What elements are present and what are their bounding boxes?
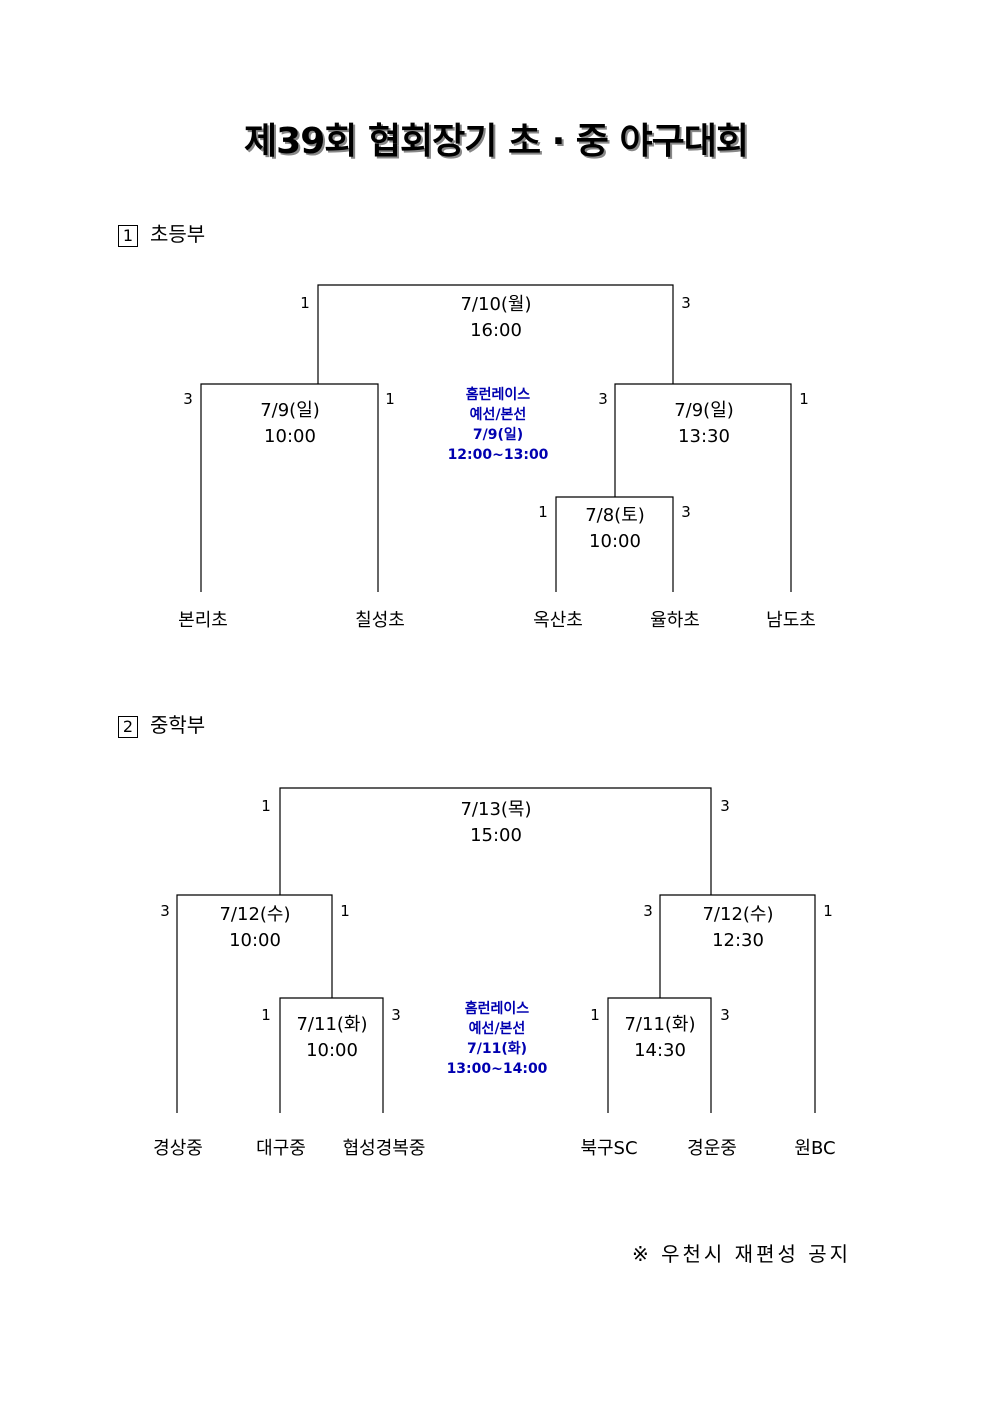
elem-semi-left-game: 7/9(일)10:00 (260, 400, 320, 447)
score: 1 (261, 1006, 271, 1024)
elem-qf-line (555, 496, 674, 592)
elem-semi-left-line (200, 383, 379, 592)
page-title: 제39회 협회장기 초 · 중 야구대회 (244, 121, 749, 162)
team-name: 경운중 (687, 1138, 737, 1159)
score: 1 (261, 797, 271, 815)
score: 1 (590, 1006, 600, 1024)
section-middle-heading: 2 중학부 (118, 709, 205, 738)
elem-semi-right-line (614, 383, 792, 592)
mid-final-line (279, 787, 712, 895)
team-name: 본리초 (178, 610, 228, 631)
elem-final-game: 7/10(월)16:00 (460, 294, 532, 341)
team-name: 원BC (794, 1138, 836, 1159)
score: 3 (160, 902, 170, 920)
score: 1 (538, 503, 548, 521)
mid-qf-left-line (279, 997, 384, 1113)
score: 3 (720, 797, 730, 815)
team-name: 칠성초 (355, 610, 405, 631)
mid-final-game: 7/13(목)15:00 (460, 799, 532, 846)
elem-semi-right-game: 7/9(일)13:30 (674, 400, 734, 447)
mid-qf-left-game: 7/11(화)10:00 (296, 1014, 368, 1061)
score: 1 (340, 902, 350, 920)
score: 3 (681, 503, 691, 521)
team-name: 북구SC (580, 1138, 638, 1159)
mid-qf-right-game: 7/11(화)14:30 (624, 1014, 696, 1061)
mid-semi-right-game: 7/12(수)12:30 (702, 904, 774, 951)
section-number: 2 (118, 715, 138, 738)
team-name: 대구중 (256, 1138, 306, 1159)
score: 3 (720, 1006, 730, 1024)
section-number: 1 (118, 224, 138, 247)
mid-qf-right-line (607, 997, 712, 1113)
score: 3 (643, 902, 653, 920)
team-name: 남도초 (766, 610, 816, 631)
section-elementary-heading: 1 초등부 (118, 218, 205, 247)
mid-semi-left-line (176, 894, 333, 1113)
score: 1 (823, 902, 833, 920)
score: 1 (300, 294, 310, 312)
score: 3 (598, 390, 608, 408)
team-name: 율하초 (650, 610, 700, 631)
elem-final-line (317, 284, 674, 384)
rain-notice: ※ 우천시 재편성 공지 (632, 1242, 852, 1266)
team-name: 경상중 (153, 1138, 203, 1159)
score: 3 (391, 1006, 401, 1024)
section-label: 중학부 (150, 713, 206, 737)
score: 3 (681, 294, 691, 312)
elem-qf-game: 7/8(토)10:00 (585, 505, 645, 552)
team-name: 협성경복중 (342, 1138, 426, 1159)
mid-semi-right-line (659, 894, 816, 1113)
score: 1 (799, 390, 809, 408)
section-label: 초등부 (150, 222, 206, 246)
mid-semi-left-game: 7/12(수)10:00 (219, 904, 291, 951)
score: 3 (183, 390, 193, 408)
score: 1 (385, 390, 395, 408)
team-name: 옥산초 (533, 610, 583, 631)
